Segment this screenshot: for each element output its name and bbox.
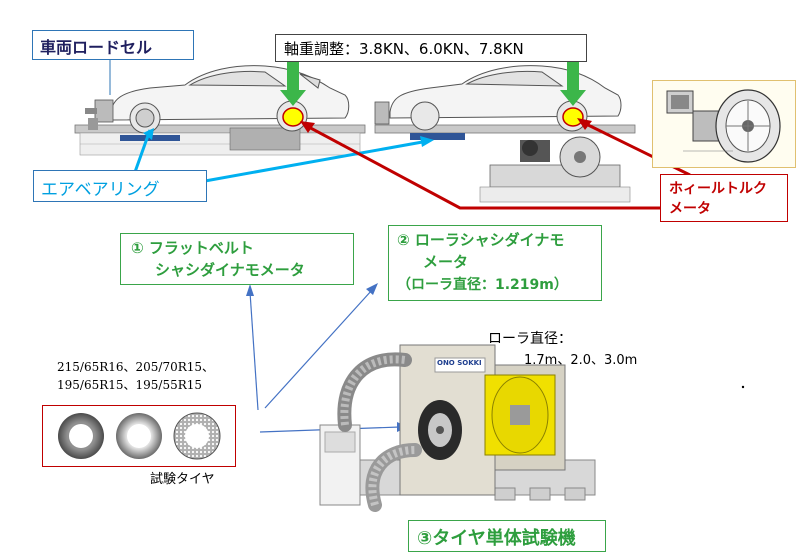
axle-weight-arrow-left bbox=[280, 62, 306, 106]
axle-weight-label: 軸重調整：3.8KN、6.0KN、7.8KN bbox=[284, 40, 524, 58]
load-cell-fixture bbox=[85, 99, 114, 130]
tire-sizes-line-1: 215/65R16、205/70R15、 bbox=[57, 360, 215, 374]
test-tire-box bbox=[42, 405, 236, 467]
flat-belt-box: ① フラットベルト シャシダイナモメータ bbox=[120, 233, 354, 285]
wheel-torque-left bbox=[282, 107, 304, 127]
air-bearing-box: エアベアリング bbox=[33, 170, 207, 202]
test-tire-label: 試験タイヤ bbox=[150, 472, 215, 487]
load-cell-label-box: 車両ロードセル bbox=[32, 30, 194, 60]
wheel-hub-icon bbox=[666, 89, 781, 163]
roller-dyno-label-1: ② ローラシャシダイナモ bbox=[397, 231, 565, 249]
wheel-torque-label-2: メータ bbox=[669, 201, 711, 217]
flat-belt-label-2: シャシダイナモメータ bbox=[155, 261, 305, 279]
tire-sizes-line-2: 195/65R15、195/55R15 bbox=[57, 378, 203, 392]
roller-diameter-label-2: 1.7m、2.0、3.0m bbox=[524, 353, 638, 368]
tire-tester-box: ③タイヤ単体試験機 bbox=[408, 520, 606, 552]
wheel-torque-label-1: ホィールトルク bbox=[669, 181, 767, 197]
axle-weight-arrow-right bbox=[560, 62, 586, 106]
tire-tester-label: ③タイヤ単体試験機 bbox=[417, 528, 576, 549]
air-bearing-label: エアベアリング bbox=[41, 180, 160, 200]
load-cell-label: 車両ロードセル bbox=[40, 38, 153, 57]
roller-dyno-box: ② ローラシャシダイナモ メータ （ローラ直径：1.219m） bbox=[388, 225, 602, 301]
machine-brand: ONO SOKKI bbox=[437, 359, 482, 367]
roller-diameter-label-1: ローラ直径： bbox=[488, 331, 572, 347]
roller-dyno-label-3: （ローラ直径：1.219m） bbox=[397, 277, 568, 293]
axle-weight-box: 軸重調整：3.8KN、6.0KN、7.8KN bbox=[275, 34, 587, 62]
roller-dyno-label-2: メータ bbox=[423, 253, 469, 271]
wheel-torque-right bbox=[562, 107, 584, 127]
flat-belt-bed bbox=[74, 124, 366, 156]
roller-bed bbox=[374, 124, 636, 203]
tire-icons bbox=[58, 412, 221, 460]
torque-meter-drawing bbox=[652, 80, 796, 168]
tire-testing-machine bbox=[319, 344, 596, 512]
wheel-torque-box: ホィールトルク メータ bbox=[660, 174, 788, 222]
flat-belt-label-1: ① フラットベルト bbox=[131, 239, 254, 257]
